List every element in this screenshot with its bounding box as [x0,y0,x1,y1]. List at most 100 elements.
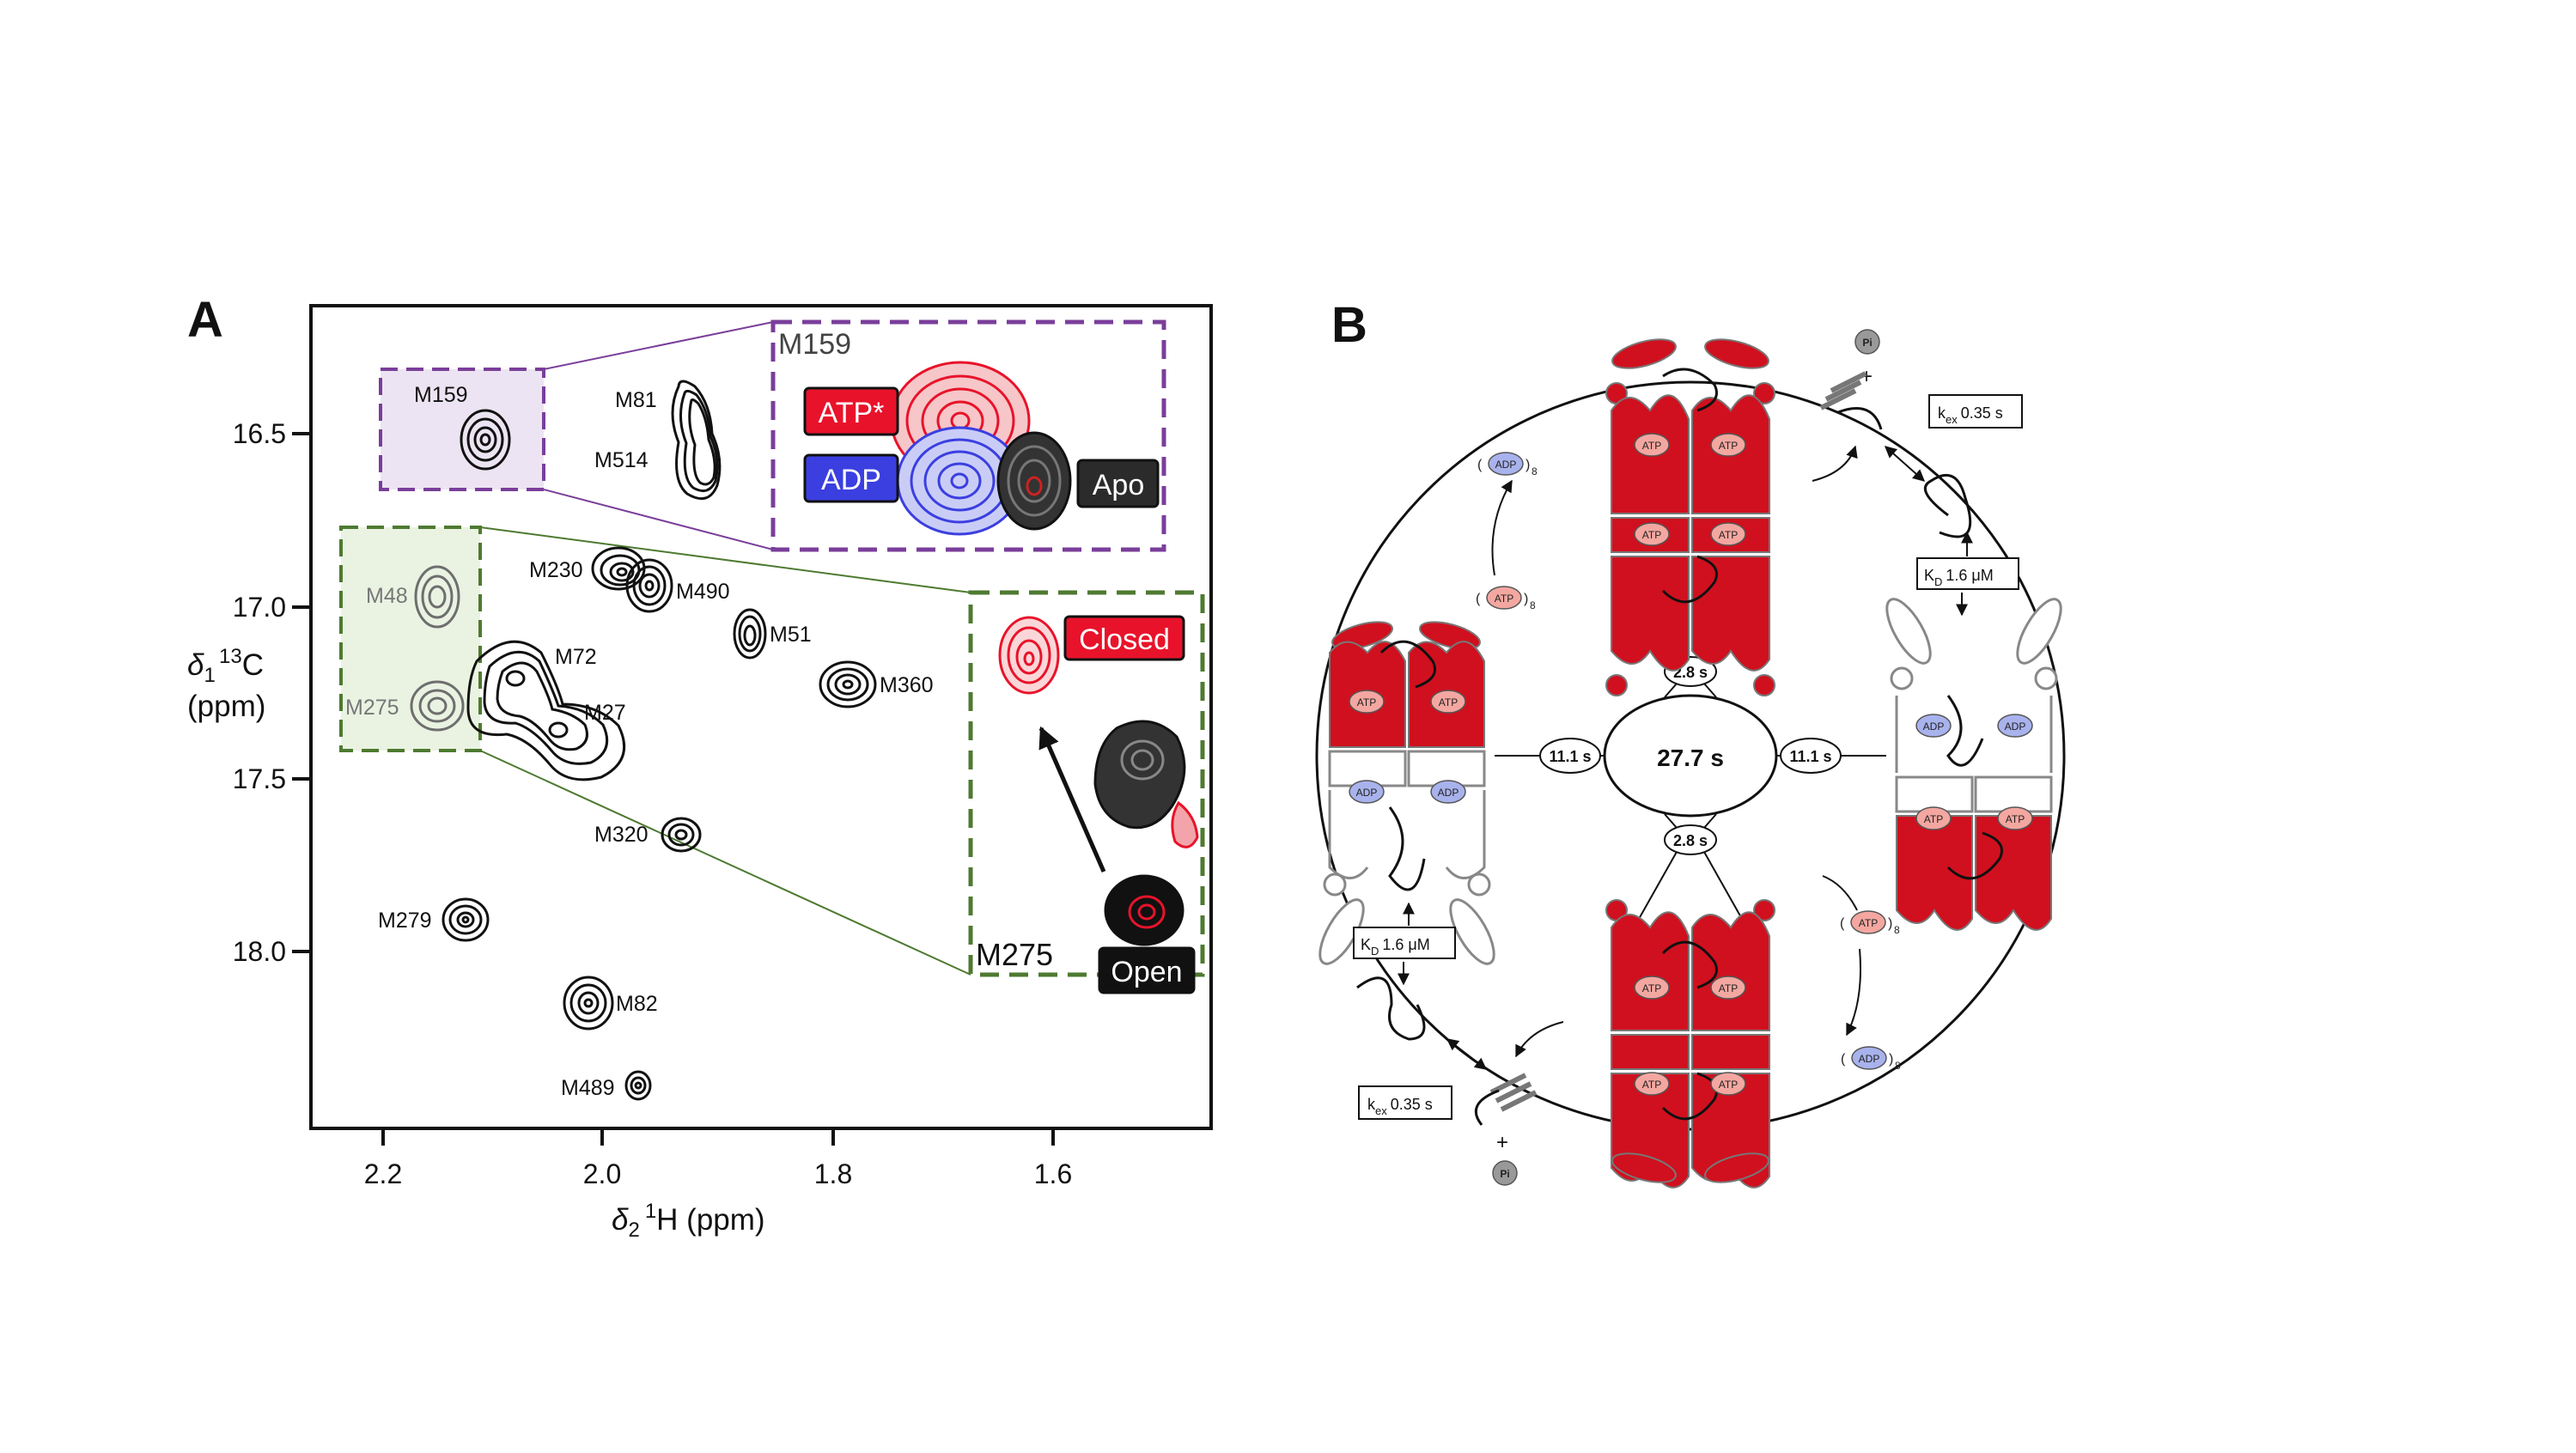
pi-label: Pi [1500,1168,1509,1180]
released-peptide [1489,1073,1538,1112]
atp-bubble [1710,976,1746,1000]
y-axis-title: δ113C [187,645,264,687]
atp-bubble [1634,522,1670,546]
peak-label: M360 [880,673,934,697]
peak-label: M81 [615,388,657,412]
y-tick-label: 17.5 [233,763,286,794]
atp-label: ATP [1357,696,1376,708]
released-peptide-chain [1837,407,1883,430]
inset-m159: M159 ATP* ADP Apo [770,319,1166,552]
panel-b-letter: B [1331,297,1367,353]
paren-open: ( [1477,458,1483,472]
count-label: 8 [1894,924,1900,936]
atp-label: ATP [1642,1079,1661,1091]
count-label: 8 [1530,599,1536,611]
plus-sign: + [1860,365,1873,388]
tetramer-right [1885,598,2062,931]
adp-bubble [1851,1046,1887,1070]
atp-label: ATP [1495,593,1513,605]
adp-release-arrow [1846,948,1861,1037]
inner-time: 2.8 s [1673,832,1708,849]
x-tick-label: 1.6 [1034,1158,1072,1189]
atp-chip-label: ATP* [819,397,885,429]
peak-m275 [410,680,465,732]
adp-label: ADP [1859,1053,1880,1065]
peak-label: M514 [594,448,649,472]
adp-bubble [1488,452,1524,476]
closed-chip-label: Closed [1079,623,1170,656]
release-arrow [1812,445,1858,482]
released-peptide-chain [1474,1089,1500,1126]
paren-open: ( [1840,916,1845,931]
peak-label: M489 [561,1076,615,1100]
adp-bubble [1997,714,2033,738]
peak-label: M82 [616,992,658,1016]
x-tick-label: 1.8 [814,1158,852,1189]
y-tick-label: 16.5 [233,418,286,449]
open-chip [1098,946,1196,994]
atp8-binding-bottom: ( ATP ) 8 [1840,910,1900,936]
adp8-release-bottom: ( ADP ) 8 [1841,1046,1901,1072]
open-contour-upper [1093,720,1186,830]
kex-box [1358,1085,1452,1120]
atp-bubble [1486,586,1522,610]
peak-m489 [624,1070,652,1101]
atp-bubble [1710,433,1746,457]
paren-open: ( [1476,592,1481,606]
atp-bubble [1850,910,1886,934]
kd-box [1916,557,2019,590]
tetramer-bottom [1605,899,1775,1189]
atp-label: ATP [1719,1079,1738,1091]
peak-contours [442,380,877,1101]
y-tick-label: 18.0 [233,936,286,967]
panel-a: A 16.5 17.0 17.5 18.0 δ113C (ppm) [187,292,1213,1242]
atp-chip [803,386,899,436]
peak-m320 [661,817,702,853]
side-time: 11.1 s [1549,748,1591,765]
peak-label: M320 [594,823,649,847]
open-contour-lower [1104,874,1184,946]
peak-m230 [591,546,646,591]
x-axis-title: δ21H (ppm) [612,1200,765,1242]
release-arrow [1515,1021,1564,1058]
adp-bubble [1349,780,1385,804]
peak-label: M159 [414,383,468,407]
apo-chip [1076,459,1160,508]
atp-label: ATP [1719,440,1738,452]
transition-arrow [1038,726,1106,873]
peak-m72-m27 [466,640,626,781]
adp-label: ADP [1438,787,1459,799]
center-time: 27.7 s [1657,745,1724,771]
atp-label: ATP [1642,440,1661,452]
y-axis-unit: (ppm) [187,690,265,723]
peak-m360 [819,660,877,708]
peak-label: M490 [676,580,730,604]
peak-m159 [460,409,511,471]
adp8-release-top: ( ADP ) 8 [1477,452,1538,477]
apo-contours [996,431,1072,531]
released-peptide [1819,371,1867,410]
exchange-arrow [1446,1038,1488,1070]
adp-bubble [1430,780,1466,804]
peak-m82 [563,976,614,1030]
atp-bubble [1349,690,1385,714]
atp-bubble [1634,976,1670,1000]
peak-label-grey: M275 [345,696,399,720]
adp-chip [803,453,899,503]
peak-label: M279 [378,909,432,933]
paren-close: ) [1524,592,1528,606]
atp-bubble [1710,1072,1746,1096]
atp-binding-arrow [1822,875,1858,911]
peak-m48 [414,565,460,629]
peak-m279 [442,897,490,942]
pi-circle [1854,329,1880,355]
zoom-line [479,750,971,976]
kex-box [1928,394,2023,429]
x-axis: 2.2 2.0 1.8 1.6 δ21H (ppm) [364,1128,1072,1242]
apo-chip-label: Apo [1093,469,1145,502]
adp-label: ADP [1356,787,1378,799]
adp-chip-label: ADP [821,464,881,496]
count-label: 8 [1532,465,1538,477]
